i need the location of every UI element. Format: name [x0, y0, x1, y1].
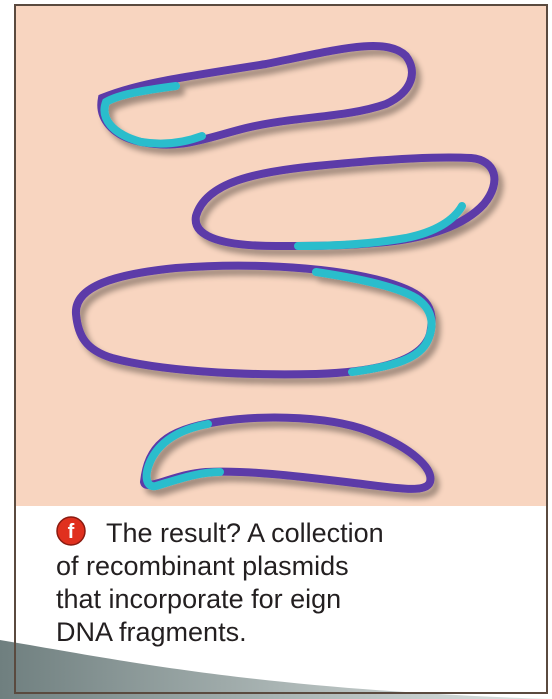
caption-line-1: f The result? A collection	[56, 516, 536, 550]
caption-line-4: DNA fragments.	[56, 616, 536, 649]
caption-text-1: The result? A collection	[106, 518, 384, 548]
figure-panel: f The result? A collection of recombinan…	[14, 4, 548, 694]
figure-caption: f The result? A collection of recombinan…	[56, 516, 536, 649]
caption-line-3: that incorporate for eign	[56, 583, 536, 616]
caption-line-2: of recombinant plasmids	[56, 550, 536, 583]
plasmid-illustration	[16, 6, 548, 506]
step-badge-icon: f	[56, 516, 86, 546]
step-letter: f	[68, 521, 75, 543]
panel-background	[16, 6, 548, 506]
